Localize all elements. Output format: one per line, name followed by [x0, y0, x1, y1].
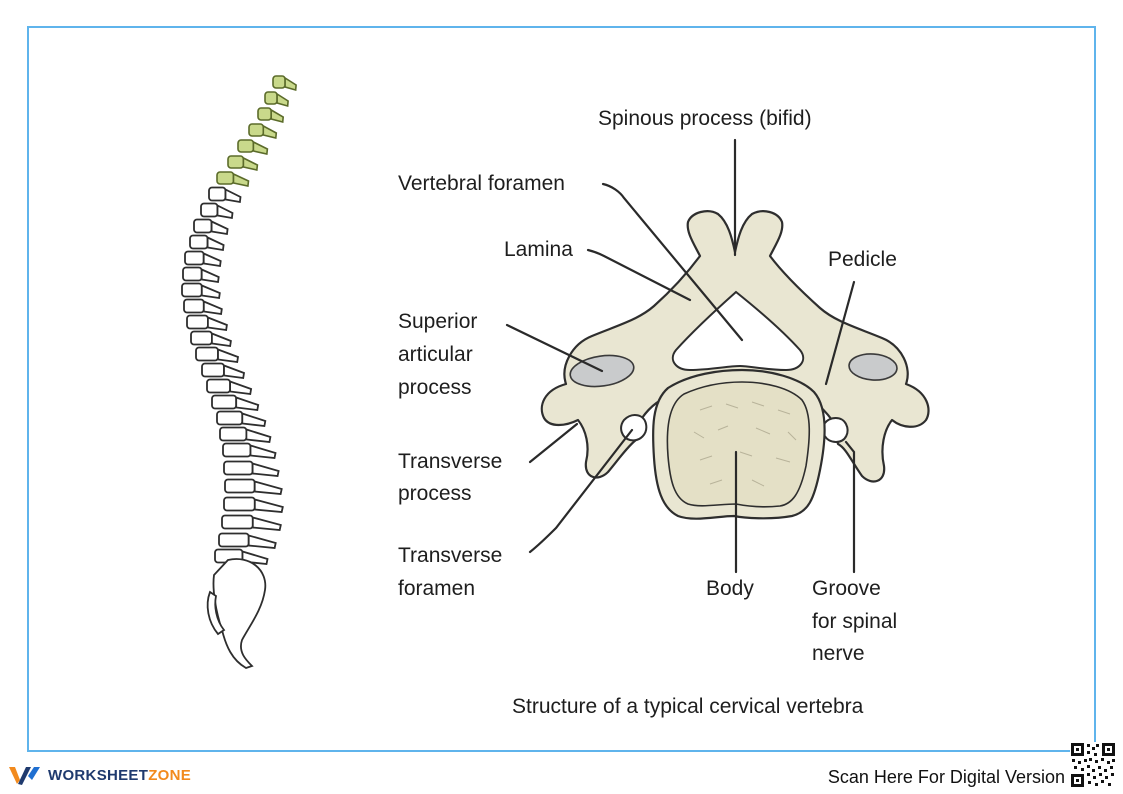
- cervical-vertebra-segment: [257, 107, 285, 124]
- cervical-vertebra-segment: [237, 139, 269, 155]
- scan-text: Scan Here For Digital Version: [827, 767, 1065, 787]
- vertebral-body-surface: [666, 381, 811, 508]
- vertebral-foramen-opening: [671, 290, 805, 372]
- label-groove-1: Groove: [812, 577, 881, 600]
- label-transverse-foramen-1: Transverse: [398, 544, 502, 567]
- vertebra-segment: [200, 202, 234, 220]
- cervical-vertebra-segment: [227, 155, 259, 171]
- vertebra-segment: [224, 478, 283, 495]
- brand-name-part1: WORKSHEET: [48, 766, 149, 784]
- vertebra-segment: [219, 426, 272, 443]
- worksheet-frame: [27, 26, 1096, 752]
- label-lamina: Lamina: [504, 238, 573, 261]
- right-transverse-foramen: [821, 417, 849, 444]
- label-superior-articular-2: articular: [398, 343, 473, 366]
- vertebra-segment: [186, 314, 228, 332]
- label-transverse-foramen-2: foramen: [398, 577, 475, 600]
- leader-superior-articular: [505, 323, 604, 373]
- vertebra-segment: [223, 496, 284, 513]
- labels: Spinous process (bifid) Vertebral forame…: [398, 107, 897, 665]
- worksheetzone-logo-icon: [9, 767, 40, 785]
- vertebra-segment: [218, 532, 277, 549]
- leader-lines: [505, 138, 856, 574]
- vertebra-segment: [182, 266, 220, 284]
- vertebra-segment: [184, 250, 222, 268]
- vertebra-segment: [223, 460, 280, 477]
- brand-logo[interactable]: WORKSHEETZONE: [8, 764, 191, 786]
- label-superior-articular-1: Superior: [398, 310, 477, 333]
- label-vertebral-foramen: Vertebral foramen: [398, 172, 565, 195]
- leader-vertebral-foramen: [601, 182, 744, 342]
- vertebra-segment: [193, 218, 229, 236]
- label-transverse-process-2: process: [398, 482, 472, 505]
- diagram-caption: Structure of a typical cervical vertebra: [512, 695, 864, 718]
- label-body: Body: [706, 577, 754, 600]
- leader-pedicle: [824, 280, 856, 386]
- vertebra-segment: [211, 394, 260, 411]
- label-pedicle: Pedicle: [828, 248, 897, 271]
- cervical-vertebra-segment: [264, 91, 289, 108]
- vertebra-segment: [195, 346, 240, 364]
- vertebra-segment: [221, 514, 282, 531]
- vertebra-segment: [181, 282, 221, 300]
- label-superior-articular-3: process: [398, 376, 472, 399]
- vertebra-segment: [189, 234, 225, 252]
- leader-groove: [844, 440, 856, 574]
- spine-illustration: [181, 75, 297, 669]
- cervical-vertebra-segment: [272, 75, 297, 92]
- left-transverse-foramen: [620, 414, 648, 442]
- coccyx: [206, 590, 226, 636]
- label-groove-2: for spinal: [812, 610, 897, 633]
- cervical-vertebrae: [216, 75, 297, 187]
- vertebra-segment: [201, 362, 246, 380]
- thoracic-lumbar-vertebrae: [181, 186, 284, 565]
- sacrum: [212, 558, 267, 669]
- vertebra-segment: [216, 410, 267, 427]
- vertebra-segment: [206, 378, 253, 395]
- vertebra-segment: [183, 298, 223, 316]
- vertebra-segment: [222, 442, 277, 459]
- vertebra-segment: [208, 186, 242, 204]
- body-texture: [693, 401, 797, 487]
- leader-transverse-process: [528, 422, 579, 464]
- cervical-vertebra: [540, 210, 930, 520]
- cervical-vertebra-segment: [216, 171, 250, 187]
- qr-code-icon[interactable]: [1070, 742, 1116, 788]
- brand-name-part2: ZONE: [148, 766, 192, 784]
- label-transverse-process-1: Transverse: [398, 450, 502, 473]
- right-articular-facet: [848, 353, 898, 381]
- leader-transverse-foramen: [528, 428, 634, 554]
- label-groove-3: nerve: [812, 642, 865, 665]
- label-spinous-process: Spinous process (bifid): [598, 107, 812, 130]
- vertebra-segment: [190, 330, 232, 348]
- cervical-vertebra-segment: [248, 123, 278, 139]
- leader-lamina: [586, 248, 692, 302]
